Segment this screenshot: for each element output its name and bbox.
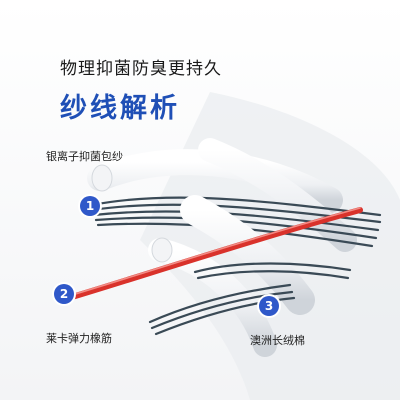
callout-label-silver-ion: 银离子抑菌包纱 — [46, 150, 123, 163]
callout-label-cotton: 澳洲长绒棉 — [250, 334, 305, 347]
callout-marker-3: 3 — [259, 296, 279, 316]
white-strand-front — [180, 195, 315, 315]
subtitle: 物理抑菌防臭更持久 — [60, 59, 222, 79]
page-title: 纱线解析 — [60, 93, 180, 124]
red-core-strand — [59, 207, 363, 303]
white-strand-upper — [198, 138, 357, 252]
callout-label-lycra: 莱卡弹力橡筋 — [46, 332, 112, 345]
white-strand-lower — [148, 238, 277, 357]
dark-strands-bottom — [148, 262, 352, 336]
callout-marker-1: 1 — [80, 196, 100, 216]
callout-marker-2: 2 — [54, 284, 74, 304]
